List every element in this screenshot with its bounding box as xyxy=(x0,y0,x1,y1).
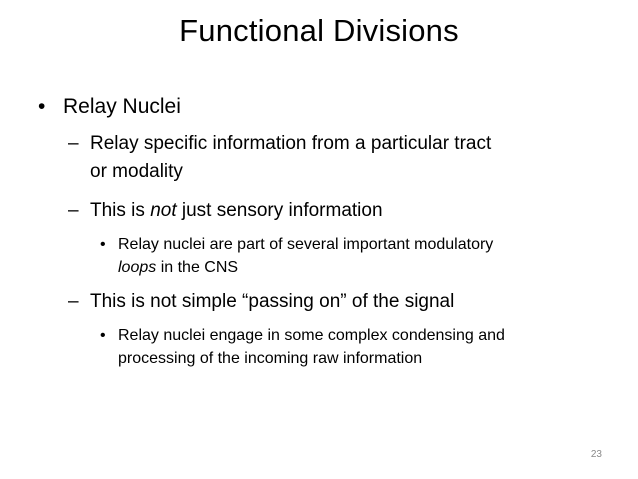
emphasis-loops: loops xyxy=(118,259,157,276)
page-number: 23 xyxy=(590,449,602,460)
emphasis-not: not xyxy=(150,200,177,221)
detail-condensing-line1: Relay nuclei engage in some complex cond… xyxy=(118,327,505,344)
subpoint-not-simple-passing: This is not simple “passing on” of the s… xyxy=(90,291,455,312)
slide-title: Functional Divisions xyxy=(179,13,459,48)
dash-icon: – xyxy=(68,291,79,312)
bullet-icon: • xyxy=(100,236,106,253)
subpoint-relay-specific-line1: Relay specific information from a partic… xyxy=(90,133,492,154)
subpoint-text-before: This is xyxy=(90,200,151,221)
dash-icon: – xyxy=(68,133,79,154)
detail-modulatory-line1: Relay nuclei are part of several importa… xyxy=(118,236,494,253)
subpoint-not-just-sensory: This is not just sensory information xyxy=(90,199,383,223)
detail-text-after: in the CNS xyxy=(156,259,239,276)
subpoint-text-after: just sensory information xyxy=(176,200,383,221)
subpoint-relay-specific-line2: or modality xyxy=(90,161,183,182)
bullet-icon: • xyxy=(38,95,46,118)
detail-condensing-line2: processing of the incoming raw informati… xyxy=(118,350,423,367)
bullet-icon: • xyxy=(100,327,106,344)
bullet-relay-nuclei: Relay Nuclei xyxy=(63,95,181,118)
detail-modulatory-line2: loops in the CNS xyxy=(118,257,238,278)
dash-icon: – xyxy=(68,200,79,221)
